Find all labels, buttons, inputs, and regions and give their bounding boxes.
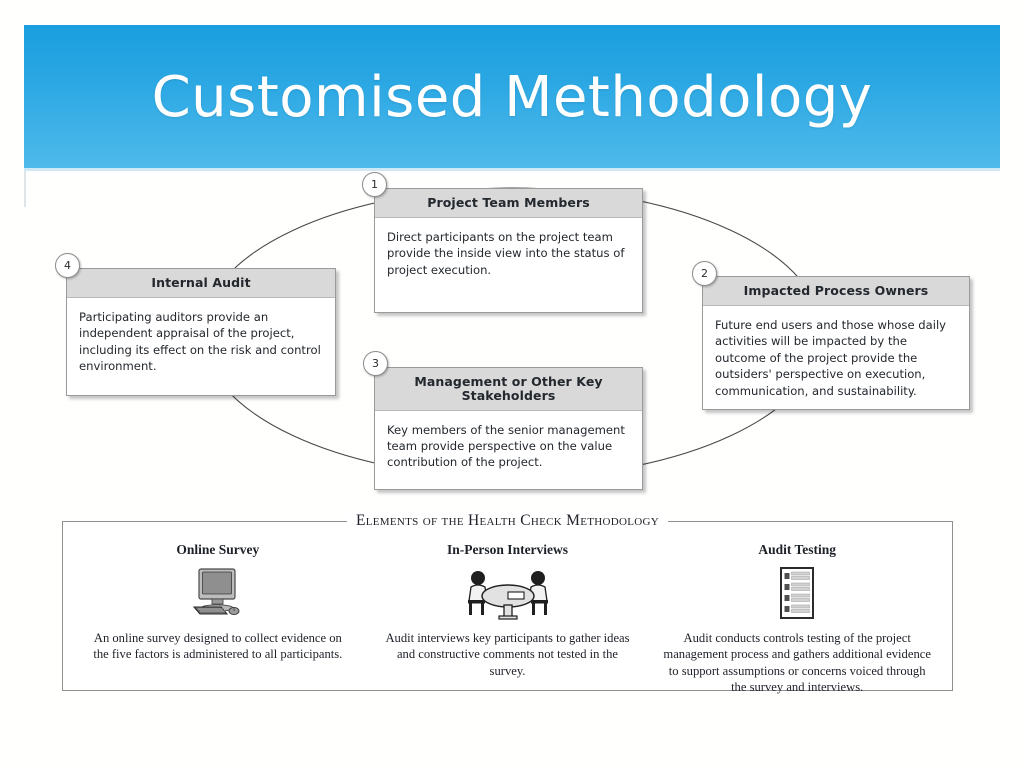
node-4-number-badge: 4	[55, 253, 80, 278]
node-3-body: Key members of the senior management tea…	[387, 422, 625, 470]
node-2-body: Future end users and those whose daily a…	[715, 317, 947, 398]
node-impacted-process-owners[interactable]: Impacted Process Owners Future end users…	[702, 276, 970, 411]
column-3-title: Audit Testing	[758, 542, 837, 557]
slide-header-banner: Customised Methodology	[24, 25, 1000, 170]
column-1-title: Online Survey	[176, 542, 260, 557]
node-management-key-stakeholders[interactable]: Management or Other Key Stakeholders Key…	[374, 367, 643, 490]
stakeholder-cycle-diagram: Project Team Members Direct participants…	[0, 168, 1024, 513]
node-project-team-members[interactable]: Project Team Members Direct participants…	[374, 188, 643, 313]
node-4-title: Internal Audit	[67, 269, 335, 298]
node-2-number-badge: 2	[692, 261, 717, 286]
methodology-elements-panel: Online Survey An onlin	[62, 521, 953, 694]
column-1-text: An online survey designed to collect evi…	[93, 631, 343, 662]
node-1-body: Direct participants on the project team …	[387, 229, 625, 277]
node-4-body: Participating auditors provide an indepe…	[79, 309, 321, 374]
desktop-computer-icon	[187, 566, 249, 622]
column-3-text: Audit conducts controls testing of the p…	[663, 631, 931, 695]
header-underline	[24, 168, 1000, 171]
node-1-number-badge: 1	[362, 172, 387, 197]
left-accent-rule	[24, 171, 26, 207]
node-1-title: Project Team Members	[375, 189, 642, 218]
column-2-text: Audit interviews key participants to gat…	[385, 631, 630, 678]
page-title: Customised Methodology	[151, 65, 873, 130]
panel-column-online-survey: Online Survey An onlin	[73, 542, 363, 680]
column-2-title: In-Person Interviews	[446, 542, 569, 557]
node-3-number-badge: 3	[363, 351, 388, 376]
panel-column-audit-testing: Audit Testing	[652, 542, 942, 694]
node-3-title: Management or Other Key Stakeholders	[375, 368, 642, 411]
meeting-table-icon	[460, 566, 556, 622]
node-internal-audit[interactable]: Internal Audit Participating auditors pr…	[66, 268, 336, 396]
panel-column-in-person-interviews: In-Person Interviews	[363, 542, 653, 680]
node-2-title: Impacted Process Owners	[703, 277, 969, 306]
checklist-document-icon	[774, 566, 820, 622]
